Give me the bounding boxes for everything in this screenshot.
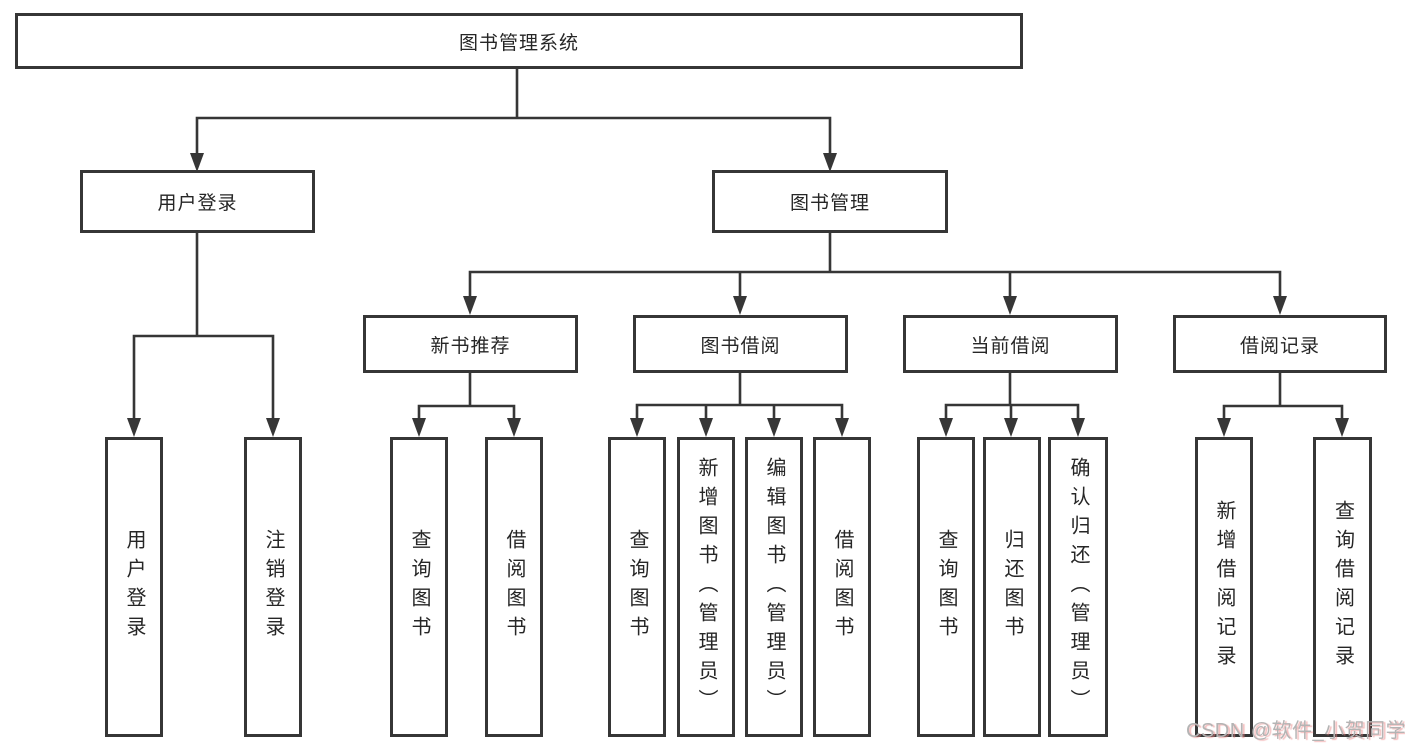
- node-leaf-add-borrow-record: 新增借阅记录: [1195, 437, 1253, 737]
- node-leaf-borrow-books: 借阅图书: [813, 437, 871, 737]
- node-user-login: 用户登录: [80, 170, 315, 233]
- node-label: 借阅记录: [1239, 335, 1320, 357]
- node-new-book-recommendation: 新书推荐: [363, 315, 578, 373]
- node-label: 查询图书: [408, 529, 430, 645]
- node-leaf-query-books: 查询图书: [917, 437, 975, 737]
- node-label: 用户登录: [157, 193, 238, 214]
- node-book-management: 图书管理: [712, 170, 948, 233]
- node-leaf-query-books: 查询图书: [390, 437, 448, 737]
- node-leaf-user-login: 用户登录: [105, 437, 163, 737]
- node-leaf-add-books-admin: 新增图书（管理员）: [677, 437, 735, 737]
- node-label: 注销登录: [262, 529, 284, 645]
- node-leaf-return-books: 归还图书: [983, 437, 1041, 737]
- node-leaf-logout: 注销登录: [244, 437, 302, 737]
- node-label: 图书借阅: [700, 335, 781, 357]
- node-leaf-edit-books-admin: 编辑图书（管理员）: [745, 437, 803, 737]
- node-leaf-confirm-return-admin: 确认归还（管理员）: [1048, 437, 1108, 737]
- node-label: 借阅图书: [503, 529, 525, 645]
- node-label: 新增图书（管理员）: [695, 456, 717, 718]
- node-leaf-query-borrow-record: 查询借阅记录: [1313, 437, 1372, 737]
- node-leaf-query-books: 查询图书: [608, 437, 666, 737]
- node-leaf-borrow-books: 借阅图书: [485, 437, 543, 737]
- node-library-management-system: 图书管理系统: [15, 13, 1023, 69]
- node-label: 查询借阅记录: [1331, 500, 1354, 674]
- node-label: 图书管理: [789, 193, 870, 214]
- node-book-borrowing: 图书借阅: [633, 315, 848, 373]
- node-label: 图书管理系统: [458, 32, 579, 54]
- node-label: 查询图书: [626, 529, 648, 645]
- node-borrowing-records: 借阅记录: [1173, 315, 1387, 373]
- node-label: 借阅图书: [831, 529, 853, 645]
- node-label: 编辑图书（管理员）: [763, 456, 785, 718]
- node-current-borrowing: 当前借阅: [903, 315, 1118, 373]
- csdn-watermark: CSDN @软件_小贺同学: [1186, 720, 1405, 742]
- node-label: 新增借阅记录: [1213, 500, 1235, 674]
- node-label: 当前借阅: [970, 335, 1051, 357]
- node-label: 查询图书: [935, 529, 957, 645]
- node-label: 归还图书: [1001, 529, 1023, 645]
- node-label: 新书推荐: [430, 335, 511, 357]
- node-label: 确认归还（管理员）: [1067, 456, 1089, 718]
- node-label: 用户登录: [123, 529, 145, 645]
